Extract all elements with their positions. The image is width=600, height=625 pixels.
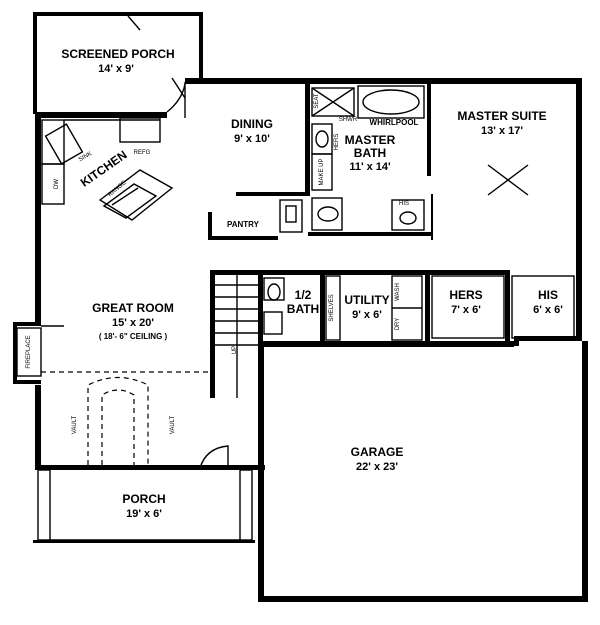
great-room-size: 15' x 20': [112, 317, 154, 329]
dw-label: DW: [54, 179, 60, 189]
screened-porch-label: SCREENED PORCH: [61, 47, 174, 61]
seat-label: SEAT: [314, 93, 320, 109]
his-closet-size: 6' x 6': [533, 304, 563, 316]
master-suite-size: 13' x 17': [481, 125, 523, 137]
screened-porch-size: 14' x 9': [98, 63, 134, 75]
his-closet-label: HIS: [538, 288, 558, 302]
vault-label-2: VAULT: [170, 415, 176, 434]
stairs: [215, 275, 258, 398]
master-bath-label-2: BATH: [354, 146, 386, 160]
garage-label: GARAGE: [351, 445, 404, 459]
utility-size: 9' x 6': [352, 309, 382, 321]
pantry-label: PANTRY: [227, 220, 260, 229]
garage-size: 22' x 23': [356, 461, 398, 473]
dining-size: 9' x 10': [234, 133, 270, 145]
shelves-label: SHELVES: [329, 294, 335, 321]
great-room-ceiling-note: ( 18'- 6" CEILING ): [99, 332, 168, 341]
fireplace-label: FIREPLACE: [26, 335, 32, 368]
his-vanity-label: HIS: [399, 201, 409, 207]
make-up-label: MAKE UP: [319, 158, 325, 185]
hers-closet-label: HERS: [449, 288, 482, 302]
great-room-label: GREAT ROOM: [92, 301, 174, 315]
vault-label-1: VAULT: [72, 415, 78, 434]
dining-label: DINING: [231, 117, 273, 131]
master-bath-label-1: MASTER: [345, 133, 396, 147]
dry-label: DRY: [395, 318, 401, 331]
refg-label: REFG: [134, 150, 151, 156]
utility-label: UTILITY: [344, 293, 389, 307]
half-bath-label-1: 1/2: [295, 288, 312, 302]
shwr-label: SHWR: [339, 117, 358, 123]
stairs-up-label: UP: [232, 346, 238, 354]
details: [16, 15, 575, 600]
hers-vanity-label: HERS: [334, 134, 340, 151]
room-labels: SCREENED PORCH 14' x 9' DINING 9' x 10' …: [61, 47, 563, 520]
master-bath-size: 11' x 14': [349, 161, 391, 173]
master-suite-label: MASTER SUITE: [457, 109, 546, 123]
half-bath-label-2: BATH: [287, 302, 319, 316]
porch-label: PORCH: [122, 492, 165, 506]
whirlpool-label: WHIRLPOOL: [370, 118, 419, 127]
porch-size: 19' x 6': [126, 508, 162, 520]
wash-label: WASH: [395, 283, 401, 301]
hers-closet-size: 7' x 6': [451, 304, 481, 316]
